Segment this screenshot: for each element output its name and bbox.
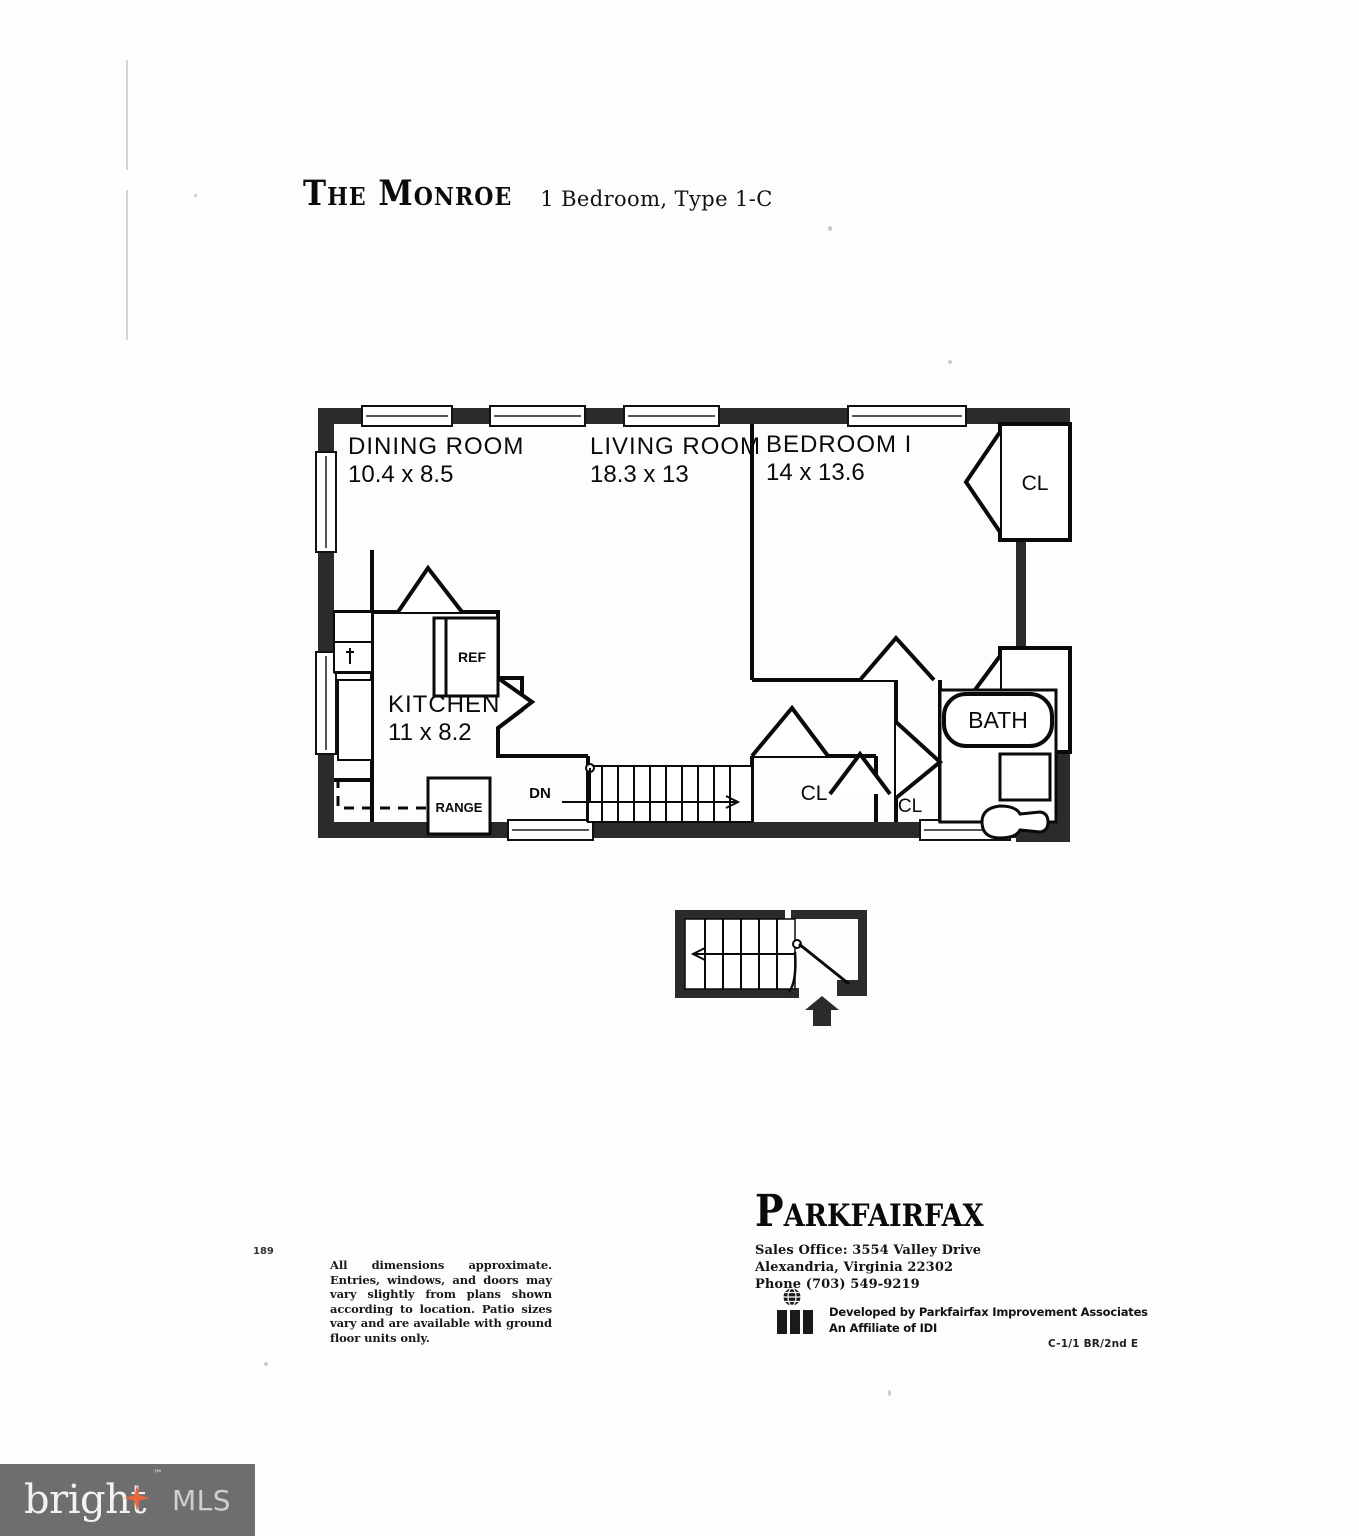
developer-text: Developed by Parkfairfax Improvement Ass…: [829, 1288, 1148, 1336]
closet-bedroom-upper: CL: [963, 422, 1072, 542]
watermark-trademark: ™: [152, 1469, 162, 1480]
stair-direction-label: DN: [529, 785, 551, 802]
plan-code: C-1/1 BR/2nd E: [1048, 1338, 1139, 1350]
disclaimer-text: All dimensions approximate. Entries, win…: [330, 1258, 552, 1345]
scan-speck: [888, 1390, 891, 1396]
windows-left: [315, 451, 337, 755]
range-label: RANGE: [436, 800, 483, 815]
watermark-suffix: MLS: [171, 1483, 231, 1517]
phone-line: Phone (703) 549-9219: [755, 1277, 920, 1292]
window: [315, 651, 337, 755]
refrigerator: REF: [432, 616, 500, 698]
refrigerator-label: REF: [458, 649, 486, 665]
range: RANGE: [426, 776, 492, 836]
window: [361, 405, 453, 427]
closet-label: CL: [1022, 472, 1049, 495]
idi-logo-icon: [775, 1287, 821, 1336]
room-labels: DINING ROOM 10.4 x 8.5 LIVING ROOM 18.3 …: [348, 431, 912, 746]
bath-room: BATH: [938, 688, 1058, 840]
star-icon: [123, 1475, 150, 1511]
brand-name: Parkfairfax: [755, 1184, 984, 1237]
affiliate-line: An Affiliate of IDI: [829, 1321, 938, 1335]
door-swings: [396, 564, 944, 800]
scan-speck: [828, 226, 832, 231]
watermark-brand: bright ™: [24, 1469, 162, 1523]
staircase-down: DN: [529, 763, 753, 823]
room-dimensions-kitchen: 11 x 8.2: [388, 719, 472, 746]
room-label-living: LIVING ROOM: [590, 433, 761, 460]
room-dimensions-living: 18.3 x 13: [590, 461, 689, 488]
scan-artifact: [126, 60, 128, 170]
plan-subtitle: 1 Bedroom, Type 1-C: [540, 187, 773, 211]
city-state-zip-line: Alexandria, Virginia 22302: [755, 1260, 954, 1275]
room-dimensions-bedroom: 14 x 13.6: [766, 459, 865, 486]
window: [507, 819, 594, 841]
scan-speck: [264, 1362, 268, 1366]
closet-label: CL: [898, 796, 922, 817]
page-number: 189: [253, 1246, 274, 1257]
developer-block: Developed by Parkfairfax Improvement Ass…: [775, 1287, 1148, 1336]
room-label-bedroom: BEDROOM I: [766, 431, 912, 458]
page-title: The Monroe: [303, 173, 513, 214]
scan-speck: [194, 194, 197, 197]
brand-contact: Sales Office: 3554 Valley Drive Alexandr…: [755, 1242, 1085, 1293]
sales-office-line: Sales Office: 3554 Valley Drive: [755, 1243, 982, 1258]
windows-top: [361, 405, 967, 427]
plan-title-row: The Monroe 1 Bedroom, Type 1-C: [303, 174, 773, 214]
room-label-kitchen: KITCHEN: [388, 691, 500, 718]
entry-stair-diagram: [665, 900, 895, 1030]
watermark-brand-text: bright: [24, 1477, 146, 1523]
window: [489, 405, 586, 427]
closet-label: CL: [801, 782, 828, 805]
floor-plan-drawing: CL CL BATH: [300, 390, 1090, 880]
window: [623, 405, 720, 427]
bright-mls-watermark: bright ™ MLS: [0, 1464, 255, 1536]
room-label-dining: DINING ROOM: [348, 433, 524, 460]
developer-line: Developed by Parkfairfax Improvement Ass…: [829, 1305, 1148, 1319]
kitchen-fixtures: REF RANGE: [333, 611, 500, 836]
window: [315, 451, 337, 553]
bath-label: BATH: [968, 707, 1028, 733]
window: [847, 405, 967, 427]
scan-speck: [948, 360, 952, 364]
brand-block: Parkfairfax Sales Office: 3554 Valley Dr…: [755, 1184, 1085, 1293]
room-dimensions-dining: 10.4 x 8.5: [348, 461, 453, 488]
scan-artifact: [126, 190, 128, 340]
